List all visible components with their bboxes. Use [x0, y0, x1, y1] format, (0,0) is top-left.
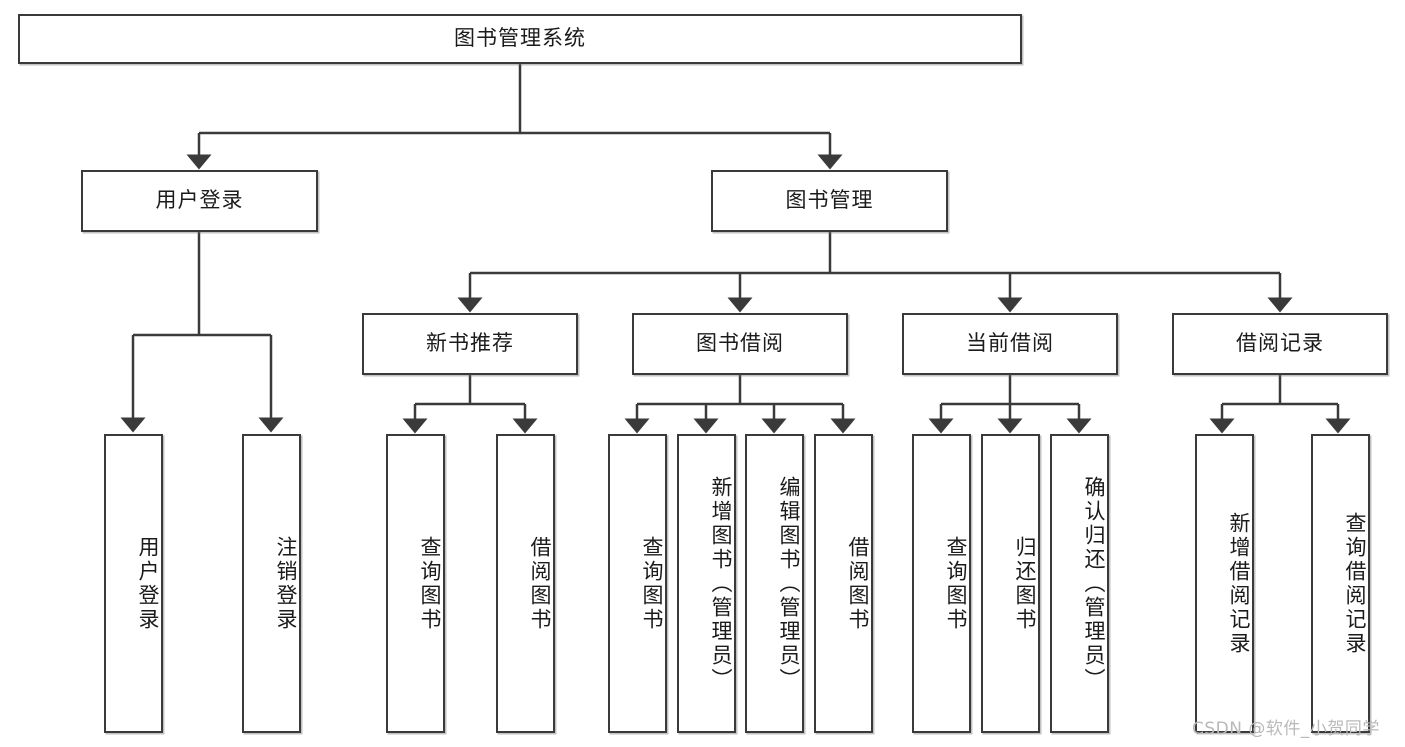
leaf-user-login-label: 用户登录	[136, 535, 160, 632]
node-book-borrow-label: 图书借阅	[696, 331, 784, 356]
leaf-user-login[interactable]: 用户登录	[104, 434, 163, 733]
node-new-book-recommend-label: 新书推荐	[426, 331, 514, 356]
leaf-borrow-query-book-label: 查询图书	[640, 535, 664, 632]
leaf-newbook-borrow-book[interactable]: 借阅图书	[496, 434, 555, 733]
leaf-records-add-record-label: 新增借阅记录	[1227, 511, 1251, 656]
node-book-management[interactable]: 图书管理	[711, 170, 948, 232]
leaf-records-add-record[interactable]: 新增借阅记录	[1195, 434, 1254, 733]
leaf-current-query-book[interactable]: 查询图书	[912, 434, 971, 733]
leaf-logout[interactable]: 注销登录	[242, 434, 301, 733]
node-root-label: 图书管理系统	[454, 26, 586, 51]
leaf-current-query-book-label: 查询图书	[944, 535, 968, 632]
leaf-current-confirm-return-admin-label: 确认归还（管理员）	[1082, 475, 1106, 692]
node-user-login-label: 用户登录	[155, 188, 244, 213]
watermark-text: CSDN @软件_小贺同学	[1192, 719, 1380, 739]
leaf-records-query-record-label: 查询借阅记录	[1343, 511, 1367, 656]
node-borrow-records-label: 借阅记录	[1236, 331, 1324, 356]
leaf-newbook-query-book-label: 查询图书	[418, 535, 442, 632]
node-root[interactable]: 图书管理系统	[18, 14, 1022, 64]
leaf-records-query-record[interactable]: 查询借阅记录	[1311, 434, 1370, 733]
leaf-current-return-book[interactable]: 归还图书	[981, 434, 1040, 733]
node-borrow-records[interactable]: 借阅记录	[1172, 313, 1388, 375]
leaf-current-confirm-return-admin[interactable]: 确认归还（管理员）	[1050, 434, 1109, 733]
node-new-book-recommend[interactable]: 新书推荐	[362, 313, 578, 375]
leaf-borrow-edit-book-admin[interactable]: 编辑图书（管理员）	[745, 434, 804, 733]
leaf-newbook-borrow-book-label: 借阅图书	[528, 535, 552, 632]
node-current-borrow[interactable]: 当前借阅	[902, 313, 1118, 375]
leaf-borrow-borrow-book-label: 借阅图书	[846, 535, 870, 632]
leaf-borrow-query-book[interactable]: 查询图书	[608, 434, 667, 733]
node-user-login[interactable]: 用户登录	[81, 170, 318, 232]
leaf-current-return-book-label: 归还图书	[1013, 535, 1037, 632]
leaf-borrow-add-book-admin[interactable]: 新增图书（管理员）	[677, 434, 736, 733]
leaf-borrow-edit-book-admin-label: 编辑图书（管理员）	[777, 475, 801, 692]
leaf-newbook-query-book[interactable]: 查询图书	[386, 434, 445, 733]
node-book-borrow[interactable]: 图书借阅	[632, 313, 848, 375]
leaf-logout-label: 注销登录	[274, 535, 298, 632]
leaf-borrow-add-book-admin-label: 新增图书（管理员）	[709, 475, 733, 692]
leaf-borrow-borrow-book[interactable]: 借阅图书	[814, 434, 873, 733]
node-current-borrow-label: 当前借阅	[966, 331, 1054, 356]
node-book-management-label: 图书管理	[785, 188, 874, 213]
